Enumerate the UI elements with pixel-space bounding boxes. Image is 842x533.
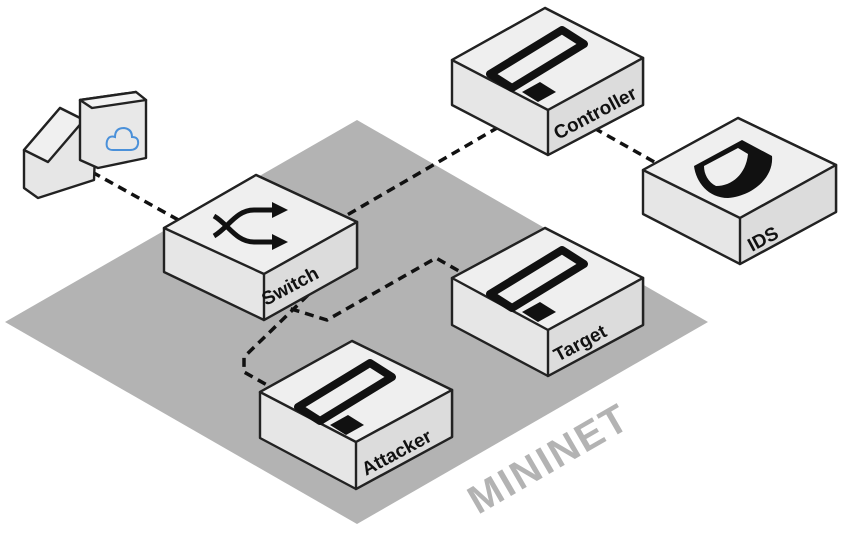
cloud-icon xyxy=(105,126,140,151)
shield-icon xyxy=(694,140,773,198)
link-cloud-switch xyxy=(91,170,183,224)
mininet-platform xyxy=(5,120,708,524)
monitor-icon xyxy=(294,359,396,435)
cloud-gateway xyxy=(22,90,148,200)
links xyxy=(91,126,666,387)
link-switch-attacker xyxy=(242,293,310,387)
switch-node[interactable]: Switch xyxy=(162,173,359,322)
ids-node[interactable]: IDS xyxy=(641,116,838,266)
target-node[interactable]: Target xyxy=(450,226,645,378)
link-controller-ids xyxy=(593,126,666,170)
link-switch-controller xyxy=(334,126,498,224)
controller-node[interactable]: Controller xyxy=(450,6,645,157)
switch-arrows-icon xyxy=(212,202,288,250)
monitor-icon xyxy=(486,26,588,102)
monitor-icon xyxy=(486,246,588,322)
